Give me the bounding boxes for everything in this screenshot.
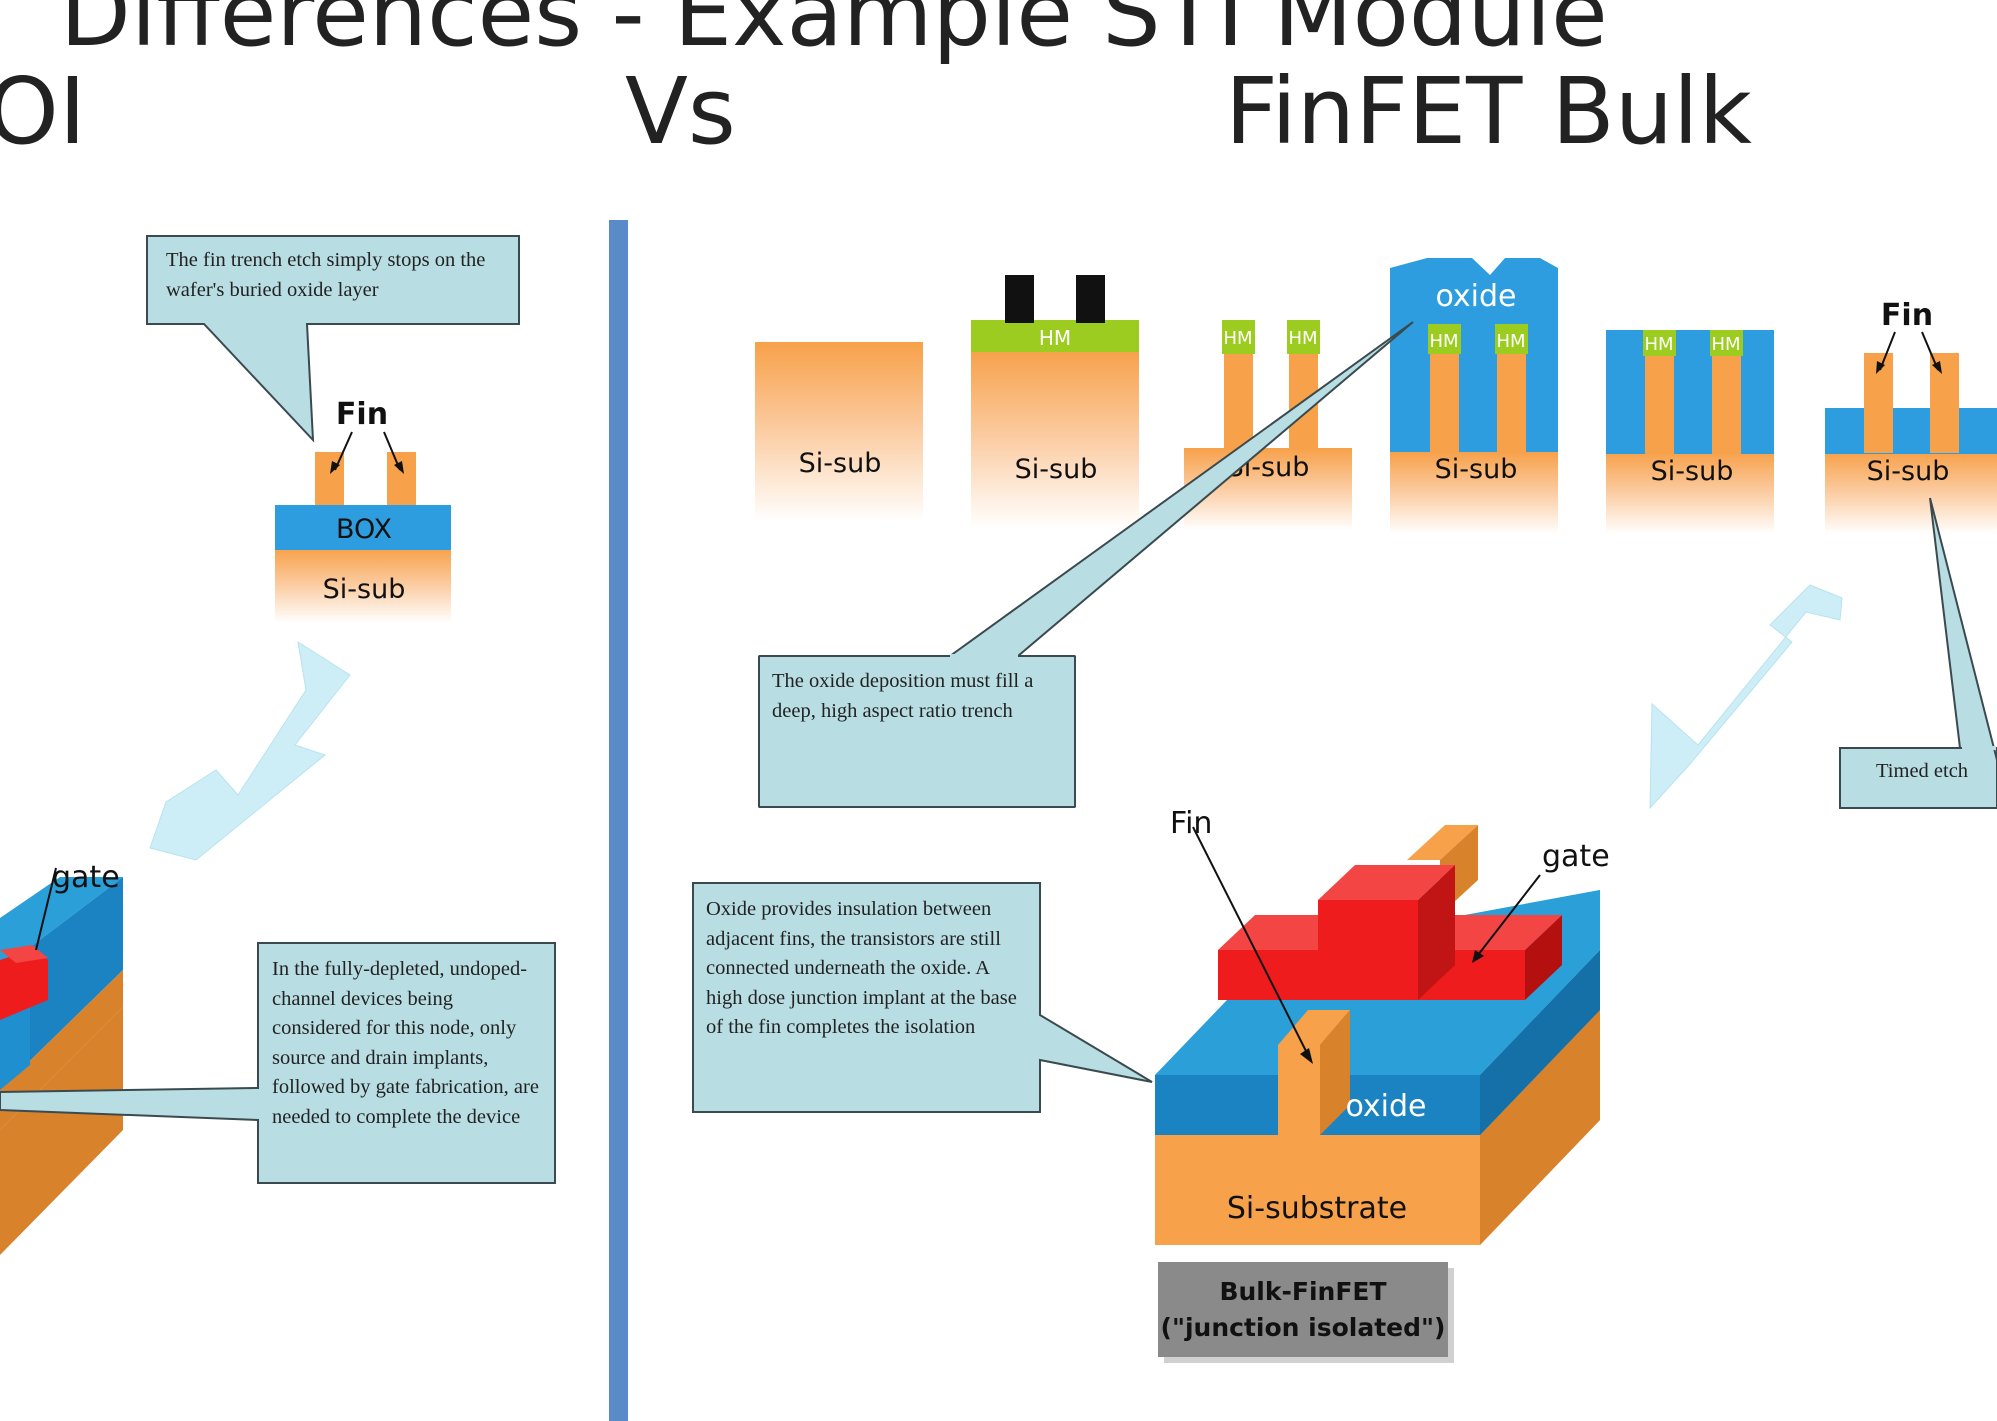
fin-pointer-line [1192, 826, 1309, 1056]
bulk-step-2-hm: HM [1039, 326, 1071, 350]
bulk-step-2 [971, 275, 1139, 528]
bulk-callout-oxide-text: The oxide deposition must fill a deep, h… [772, 670, 1034, 722]
title-right: FinFET Bulk [1225, 58, 1752, 165]
bulk-device-title-line2: ("junction isolated") [1160, 1312, 1446, 1342]
soi-callout-top-text: The fin trench etch simply stops on the … [166, 249, 486, 301]
bulk-step-2-label: Si-sub [1015, 454, 1098, 485]
gate-pointer-line [1477, 874, 1541, 956]
soi-box-label: BOX [336, 514, 392, 545]
bulk-step-3-hm-left: HM [1223, 328, 1252, 349]
soi-3d-device [0, 867, 123, 1255]
title-line1: Differences - Example STI Module [60, 0, 1608, 67]
bulk-callout-oxide [758, 321, 1414, 808]
bulk-callout-timed [1839, 497, 1997, 809]
bulk-step-3-hm-right: HM [1288, 328, 1317, 349]
bulk-step-3 [1184, 320, 1352, 530]
bulk-substrate-label-3d: Si-substrate [1227, 1191, 1407, 1226]
soi-process-arrow [149, 640, 351, 861]
soi-fin-stack [275, 431, 451, 623]
soi-fin-label: Fin [336, 397, 388, 432]
bulk-device-title-line1: Bulk-FinFET [1219, 1276, 1387, 1306]
soi-gate-label: gate [52, 860, 120, 895]
bulk-step-1-label: Si-sub [799, 448, 882, 479]
bulk-callout-insulation [692, 882, 1153, 1113]
soi-callout-bottom-text: In the fully-depleted, undoped-channel d… [272, 958, 539, 1128]
bulk-oxide-label-3d: oxide [1345, 1089, 1426, 1124]
bulk-step-5-label: Si-sub [1651, 456, 1734, 487]
soi-callout-bottom [0, 942, 556, 1184]
bulk-fin-label-3d: Fin [1170, 806, 1212, 841]
bulk-step-6 [1825, 331, 1997, 534]
bulk-step-4 [1390, 258, 1558, 534]
bulk-step-4-oxide-label: oxide [1435, 279, 1516, 314]
bulk-step-6-label: Si-sub [1867, 456, 1950, 487]
bulk-callout-insulation-text: Oxide provides insulation between adjace… [706, 898, 1017, 1038]
bulk-step-5 [1606, 330, 1774, 534]
bulk-gate-label-3d: gate [1542, 839, 1610, 874]
title-left: SOI [0, 58, 86, 165]
bulk-callout-timed-text: Timed etch [1876, 760, 1969, 782]
bulk-3d-device [1155, 825, 1600, 1245]
bulk-process-arrow [1649, 584, 1843, 810]
bulk-title-plate [1158, 1262, 1448, 1357]
section-divider [609, 220, 628, 1421]
title-vs: Vs [625, 58, 736, 165]
bulk-step-6-fin-label: Fin [1881, 298, 1933, 333]
bulk-step-4-hm-left: HM [1429, 331, 1458, 352]
bulk-step-5-hm-right: HM [1711, 334, 1740, 355]
bulk-device-title: Bulk-FinFET ("junction isolated") [1158, 1262, 1448, 1357]
bulk-step-1 [755, 342, 923, 522]
bulk-step-4-hm-right: HM [1496, 331, 1525, 352]
soi-callout-top [146, 235, 520, 443]
bulk-step-4-label: Si-sub [1435, 454, 1518, 485]
soi-sub-label: Si-sub [323, 574, 406, 605]
bulk-step-5-hm-left: HM [1644, 334, 1673, 355]
